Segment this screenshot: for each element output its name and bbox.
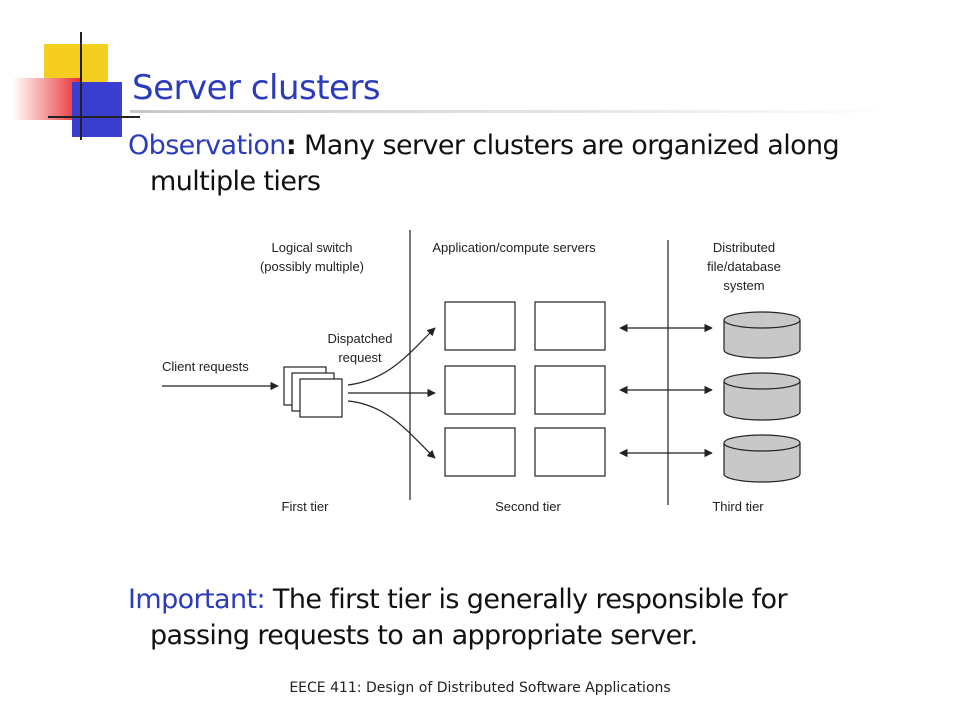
- server-box: [534, 301, 606, 351]
- decoration-red-gradient: [12, 78, 82, 120]
- important-text-line1: The first tier is generally responsible …: [264, 584, 788, 615]
- label-first-tier: First tier: [282, 499, 330, 514]
- server-box: [444, 427, 516, 477]
- title-underline: [130, 110, 900, 113]
- label-logical-switch-line2: (possibly multiple): [260, 259, 364, 274]
- label-dispatched-line2: request: [338, 350, 382, 365]
- request-box-front: [299, 378, 343, 418]
- server-box: [444, 301, 516, 351]
- database-cylinder-icon: [723, 434, 801, 483]
- label-second-tier: Second tier: [495, 499, 561, 514]
- slide-title: Server clusters: [132, 68, 381, 108]
- label-third-tier: Third tier: [712, 499, 764, 514]
- label-distributed-line2: file/database: [707, 259, 781, 274]
- label-dispatched-line1: Dispatched: [327, 331, 392, 346]
- slide-footer: EECE 411: Design of Distributed Software…: [289, 680, 671, 696]
- observation-bullet: Observation: Many server clusters are or…: [128, 128, 918, 196]
- server-box: [444, 365, 516, 415]
- observation-text-line1: Many server clusters are organized along: [296, 130, 840, 161]
- label-distributed-line3: system: [723, 278, 764, 293]
- important-lead: Important:: [128, 584, 266, 615]
- important-bullet: Important: The first tier is generally r…: [128, 582, 918, 654]
- label-client-requests: Client requests: [162, 359, 249, 374]
- dispatch-arrow-bottom: [347, 400, 436, 459]
- server-cluster-diagram: Logical switch (possibly multiple) Appli…: [150, 225, 820, 525]
- important-text-line2: passing requests to an appropriate serve…: [150, 620, 698, 651]
- decoration-horizontal-line: [48, 116, 140, 118]
- label-logical-switch-line1: Logical switch: [272, 240, 353, 255]
- decoration-vertical-line: [80, 32, 82, 140]
- observation-text-line2: multiple tiers: [150, 166, 321, 196]
- observation-lead: Observation: [128, 130, 286, 161]
- server-box: [534, 365, 606, 415]
- database-cylinder-icon: [723, 372, 801, 421]
- observation-separator: :: [285, 130, 297, 161]
- dispatch-arrow-top: [347, 327, 436, 386]
- server-box: [534, 427, 606, 477]
- label-distributed-line1: Distributed: [713, 240, 775, 255]
- database-cylinder-icon: [723, 311, 801, 359]
- label-app-servers: Application/compute servers: [432, 240, 596, 255]
